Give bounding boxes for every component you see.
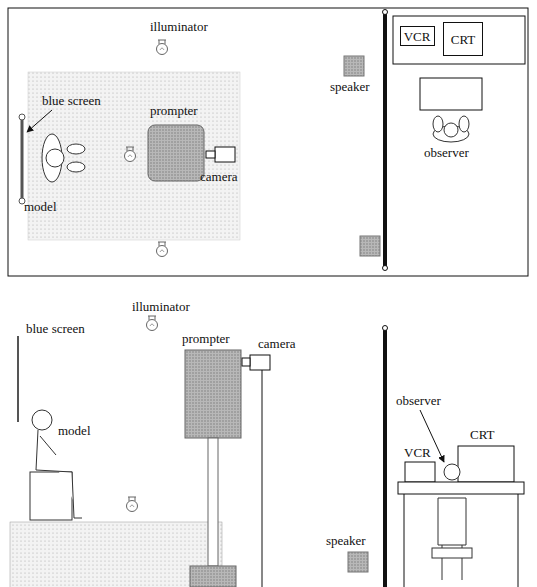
equipment-box: VCR xyxy=(400,26,435,46)
camera-side xyxy=(250,355,270,370)
prompter-shape xyxy=(148,125,204,181)
vcr-box xyxy=(405,462,435,482)
part-label: camera xyxy=(200,170,238,183)
equipment-box: CRT xyxy=(443,22,483,56)
blue-screen-side xyxy=(17,336,19,422)
part-label: illuminator xyxy=(150,20,208,33)
observer-figure xyxy=(433,116,469,142)
model-figure xyxy=(42,134,85,182)
part-label: model xyxy=(58,424,91,437)
part-label: blue screen xyxy=(26,322,85,335)
part-label: prompter xyxy=(182,332,230,345)
camera-body xyxy=(215,147,235,162)
box-label: CRT xyxy=(451,33,476,46)
part-label: speaker xyxy=(326,534,366,547)
part-label: VCR xyxy=(404,446,431,459)
speaker-box xyxy=(348,552,368,572)
observer-seated xyxy=(432,464,472,580)
part-label: observer xyxy=(396,394,441,407)
box-label: VCR xyxy=(404,30,431,43)
speaker-box xyxy=(344,56,364,76)
studio-area xyxy=(28,72,240,240)
divider-wall xyxy=(383,330,387,587)
part-label: camera xyxy=(258,337,296,350)
crt-box xyxy=(458,446,514,482)
desk-side xyxy=(398,482,524,494)
part-label: prompter xyxy=(150,104,198,117)
part-label: CRT xyxy=(470,428,495,441)
prompter-side xyxy=(185,350,241,438)
desk xyxy=(420,78,482,110)
part-label: observer xyxy=(424,146,469,159)
divider-wall xyxy=(383,14,387,266)
part-label: blue screen xyxy=(42,94,101,107)
panel-frame xyxy=(8,8,528,276)
part-label: speaker xyxy=(330,80,370,93)
part-label: illuminator xyxy=(132,300,190,313)
part-label: model xyxy=(24,200,57,213)
equipment-shelf xyxy=(393,16,525,64)
speaker-box xyxy=(360,236,380,256)
